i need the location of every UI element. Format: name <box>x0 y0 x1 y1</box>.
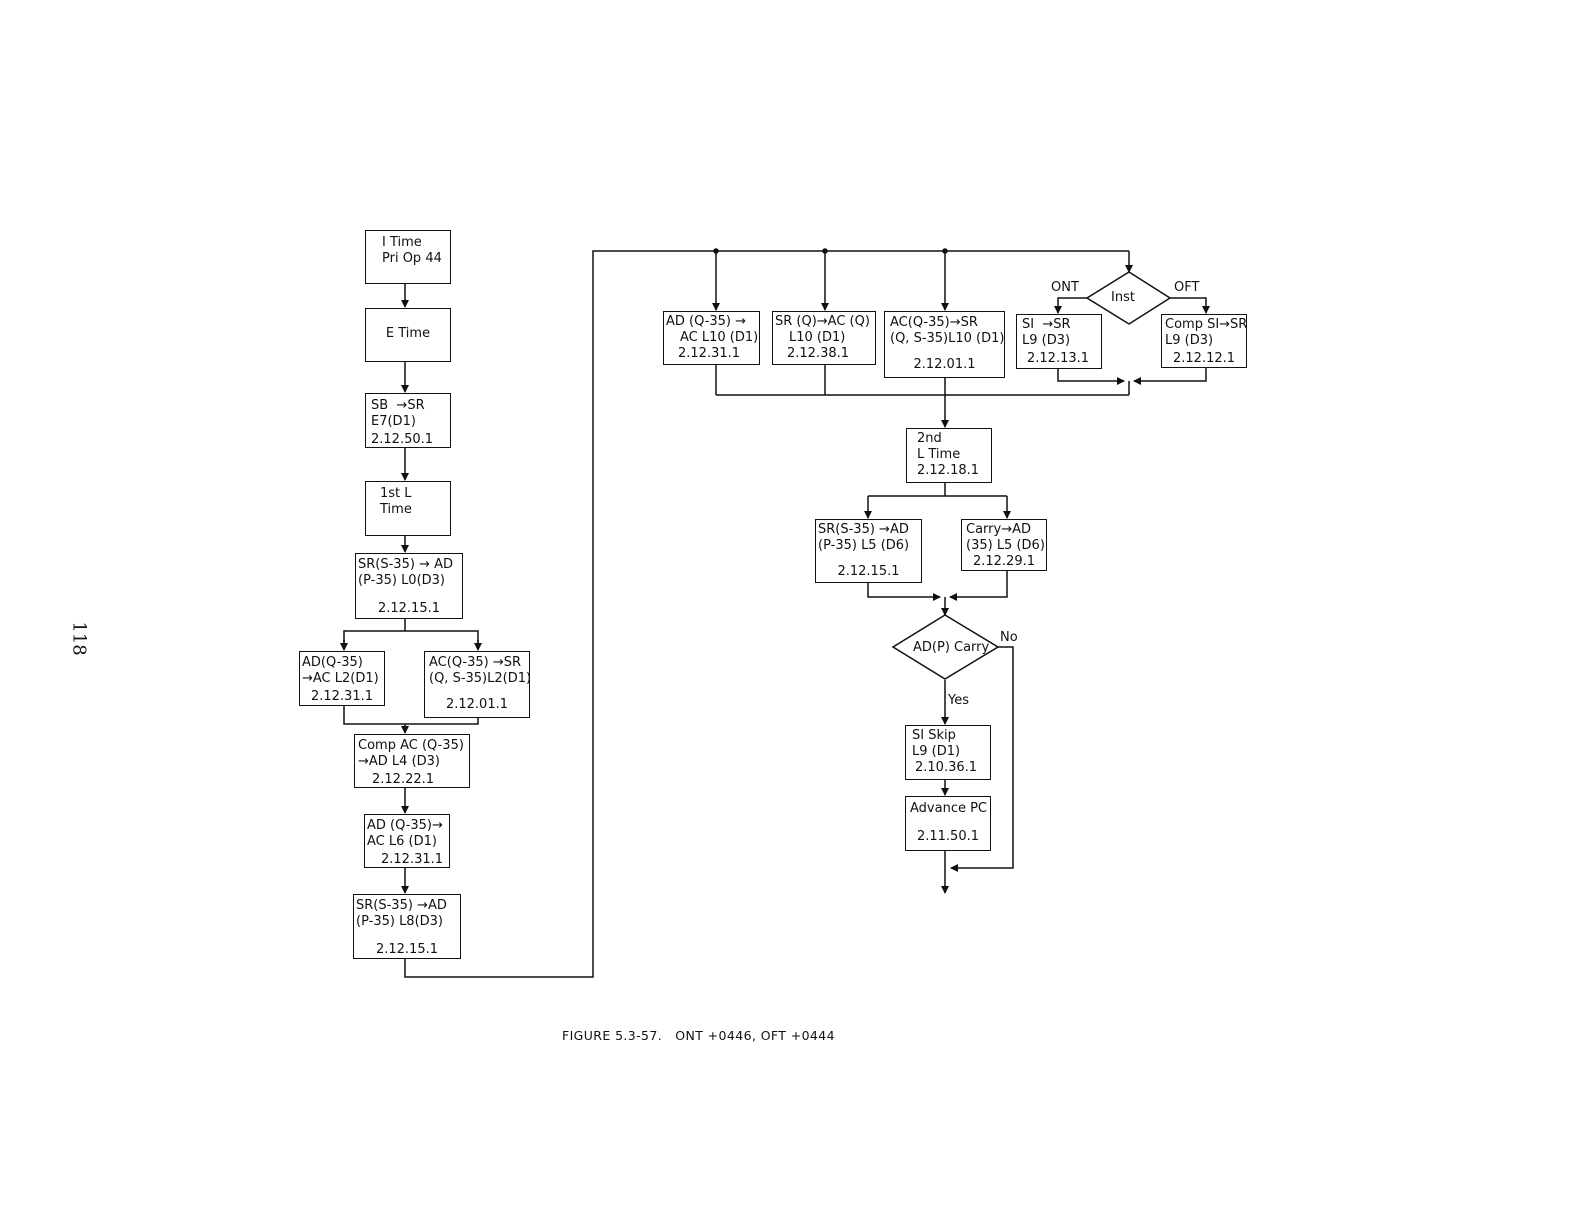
box-text: →AC L2(D1) <box>302 671 379 686</box>
box-text: Advance PC <box>910 801 988 816</box>
box-text: AC(Q-35)→SR <box>890 315 978 330</box>
box-text: Carry→AD <box>966 522 1031 537</box>
sr-ac-l10-box: SR (Q)→AC (Q) L10 (D1) 2.12.38.1 <box>772 311 876 365</box>
inst-label: Inst <box>1111 290 1135 305</box>
box-code: 2.12.15.1 <box>837 564 900 579</box>
box-text: AD (Q-35) → <box>666 314 747 329</box>
box-text: L Time <box>917 447 961 462</box>
second-l-time-box: 2nd L Time 2.12.18.1 <box>906 428 992 483</box>
box-code: 2.12.01.1 <box>445 697 509 712</box>
sr-ad-l5-box: SR(S-35) →AD (P-35) L5 (D6) 2.12.15.1 <box>815 519 922 583</box>
box-text: L9 (D1) <box>912 744 961 759</box>
box-code: 2.12.13.1 <box>1027 351 1090 366</box>
box-text: (P-35) L0(D3) <box>358 573 446 588</box>
ad-ac-l2-box: AD(Q-35) →AC L2(D1) 2.12.31.1 <box>299 651 385 706</box>
connector <box>343 705 405 725</box>
box-code: 2.12.22.1 <box>372 772 435 787</box>
yes-label: Yes <box>948 693 969 708</box>
box-text: L9 (D3) <box>1022 333 1071 348</box>
box-text: (35) L5 (D6) <box>966 538 1045 553</box>
comp-si-sr-l9-box: Comp SI→SR L9 (D3) 2.12.12.1 <box>1161 314 1247 368</box>
connector <box>404 250 1129 978</box>
no-label: No <box>1000 630 1018 645</box>
box-text: SR(S-35) →AD <box>356 898 447 913</box>
connector <box>949 570 1008 601</box>
box-text: AC L10 (D1) <box>680 330 759 345</box>
connector <box>867 582 941 601</box>
box-code: 2.12.31.1 <box>381 852 444 867</box>
connector <box>343 630 479 648</box>
box-text: SR(S-35) → AD <box>358 557 453 572</box>
ad-ac-l10-box: AD (Q-35) → AC L10 (D1) 2.12.31.1 <box>663 311 760 365</box>
box-text: (P-35) L5 (D6) <box>818 538 910 553</box>
box-code: 2.12.50.1 <box>371 432 434 447</box>
advance-pc-box: Advance PC 2.11.50.1 <box>905 796 991 851</box>
box-text: AC(Q-35) →SR <box>429 655 522 670</box>
box-text: Time <box>380 502 412 517</box>
box-text: Comp AC (Q-35) <box>358 738 464 753</box>
connector <box>1054 297 1087 314</box>
box-text: I Time <box>382 235 422 250</box>
sr-ad-l0-box: SR(S-35) → AD (P-35) L0(D3) 2.12.15.1 <box>355 553 463 619</box>
box-text: SR(S-35) →AD <box>818 522 909 537</box>
si-sr-l9-box: SI →SR L9 (D3) 2.12.13.1 <box>1016 314 1102 369</box>
box-code: 2.12.12.1 <box>1173 351 1236 366</box>
ac-sr-l2-box: AC(Q-35) →SR (Q, S-35)L2(D1) 2.12.01.1 <box>424 651 532 718</box>
connector <box>1057 368 1125 385</box>
oft-label: OFT <box>1174 280 1200 295</box>
box-text: AC L6 (D1) <box>367 834 437 849</box>
box-text: 2nd <box>917 431 942 446</box>
connector <box>1170 297 1210 314</box>
si-skip-box: SI Skip L9 (D1) 2.10.36.1 <box>905 725 991 780</box>
box-text: SI →SR <box>1022 317 1071 332</box>
sb-sr-box: SB →SR E7(D1) 2.12.50.1 <box>365 393 451 448</box>
box-text: AD(Q-35) <box>302 655 363 670</box>
box-code: 2.11.50.1 <box>916 829 980 844</box>
box-text: E Time <box>385 326 431 341</box>
figure-caption: FIGURE 5.3-57. ONT +0446, OFT +0444 <box>562 1028 835 1043</box>
box-code: 2.12.18.1 <box>917 463 980 478</box>
connector <box>950 646 1014 872</box>
connector <box>1133 367 1207 385</box>
box-text: (Q, S-35)L2(D1) <box>429 671 532 686</box>
ont-label: ONT <box>1051 280 1079 295</box>
box-text: Pri Op 44 <box>382 251 442 266</box>
i-time-box: I Time Pri Op 44 <box>365 230 451 284</box>
box-code: 2.12.15.1 <box>375 942 439 957</box>
comp-ac-l4-box: Comp AC (Q-35) →AD L4 (D3) 2.12.22.1 <box>354 734 470 788</box>
box-code: 2.12.31.1 <box>678 346 741 361</box>
e-time-box: E Time <box>365 308 451 362</box>
box-code: 2.10.36.1 <box>915 760 978 775</box>
carry-diamond <box>891 614 1000 680</box>
box-code: 2.12.29.1 <box>972 554 1036 569</box>
box-text: (Q, S-35)L10 (D1) <box>890 331 1005 346</box>
carry-decision-label: AD(P) Carry <box>913 640 990 655</box>
box-code: 2.12.38.1 <box>787 346 850 361</box>
box-text: L9 (D3) <box>1165 333 1214 348</box>
box-text: E7(D1) <box>371 414 416 429</box>
box-text: SB →SR <box>371 398 425 413</box>
box-text: AD (Q-35)→ <box>367 818 443 833</box>
box-text: L10 (D1) <box>789 330 846 345</box>
carry-ad-l5-box: Carry→AD (35) L5 (D6) 2.12.29.1 <box>961 519 1047 571</box>
ac-sr-l10-box: AC(Q-35)→SR (Q, S-35)L10 (D1) 2.12.01.1 <box>884 311 1005 378</box>
box-code: 2.12.01.1 <box>913 357 976 372</box>
box-text: →AD L4 (D3) <box>358 754 440 769</box>
box-text: SI Skip <box>912 728 956 743</box>
connector <box>405 716 479 725</box>
ad-ac-l6-box: AD (Q-35)→ AC L6 (D1) 2.12.31.1 <box>364 814 450 868</box>
box-text: SR (Q)→AC (Q) <box>775 314 870 329</box>
box-code: 2.12.31.1 <box>310 689 374 704</box>
box-code: 2.12.15.1 <box>377 601 441 616</box>
inst-diamond <box>1085 271 1172 325</box>
sr-ad-l8-box: SR(S-35) →AD (P-35) L8(D3) 2.12.15.1 <box>353 894 461 959</box>
box-text: Comp SI→SR <box>1165 317 1248 332</box>
box-text: 1st L <box>380 486 412 501</box>
box-text: (P-35) L8(D3) <box>356 914 444 929</box>
first-l-time-box: 1st L Time <box>365 481 451 536</box>
